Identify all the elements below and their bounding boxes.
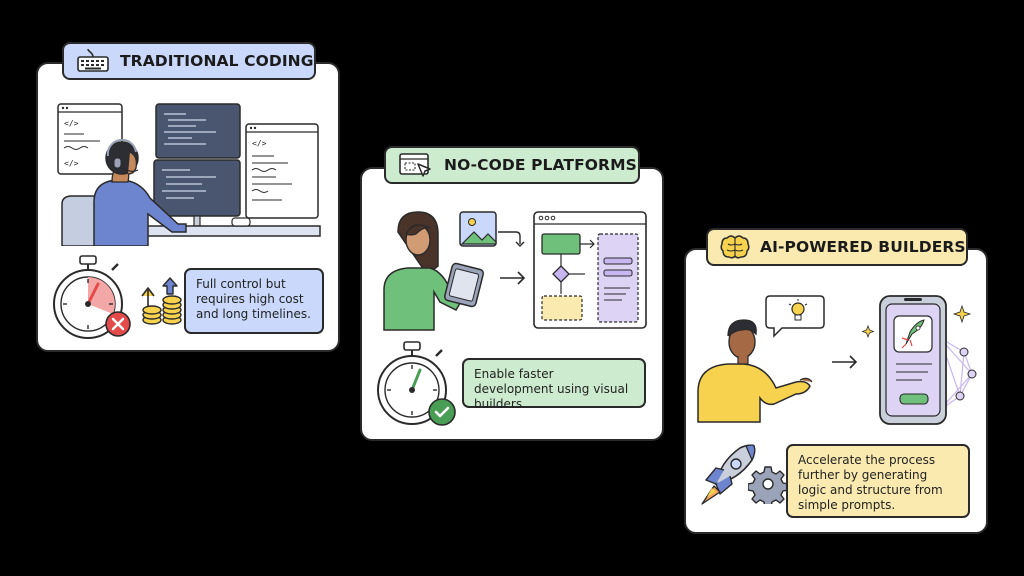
ai-builder-illustration bbox=[697, 295, 977, 425]
idea-bubble-icon bbox=[765, 295, 825, 338]
svg-text:</>: </> bbox=[252, 139, 267, 148]
dark-monitor-main bbox=[153, 159, 241, 227]
stopwatch-red-x-icon bbox=[53, 255, 131, 339]
traditional-coding-description: Full control but requires high cost and … bbox=[184, 268, 324, 334]
brain-icon bbox=[720, 235, 750, 259]
developer-person bbox=[93, 138, 187, 246]
traditional-coding-title: TRADITIONAL CODING bbox=[120, 52, 314, 70]
dark-monitor-top bbox=[155, 103, 241, 159]
rocket-icon bbox=[701, 444, 756, 505]
rising-coins-icon bbox=[141, 277, 182, 325]
no-code-platforms-description: Enable faster development using visual b… bbox=[462, 358, 646, 411]
image-placeholder-icon bbox=[459, 211, 497, 247]
keyboard-icon bbox=[77, 49, 109, 72]
sparkle-icon bbox=[861, 304, 972, 339]
no-code-platforms-title-tag: NO-CODE PLATFORMS bbox=[384, 146, 640, 184]
svg-text:</>: </> bbox=[64, 159, 79, 168]
stopwatch-green-check-icon bbox=[377, 341, 456, 426]
no-code-platforms-title: NO-CODE PLATFORMS bbox=[444, 156, 637, 174]
phone-app-mockup bbox=[879, 295, 947, 425]
traditional-coding-title-tag: TRADITIONAL CODING bbox=[62, 42, 316, 80]
developer-workstation-illustration: </> </> </> bbox=[57, 103, 321, 246]
ai-powered-builders-description: Accelerate the process further by genera… bbox=[786, 444, 970, 518]
cursor-window-icon bbox=[399, 153, 431, 177]
ai-person bbox=[697, 319, 813, 423]
code-window-right: </> bbox=[245, 123, 319, 219]
ai-powered-builders-title: AI-POWERED BUILDERS bbox=[760, 238, 966, 256]
builder-window bbox=[533, 211, 647, 329]
gear-icon bbox=[748, 466, 788, 504]
svg-text:</>: </> bbox=[64, 119, 79, 128]
tablet-icon bbox=[443, 262, 485, 308]
ai-powered-builders-title-tag: AI-POWERED BUILDERS bbox=[706, 228, 968, 266]
visual-builder-illustration bbox=[383, 211, 647, 331]
